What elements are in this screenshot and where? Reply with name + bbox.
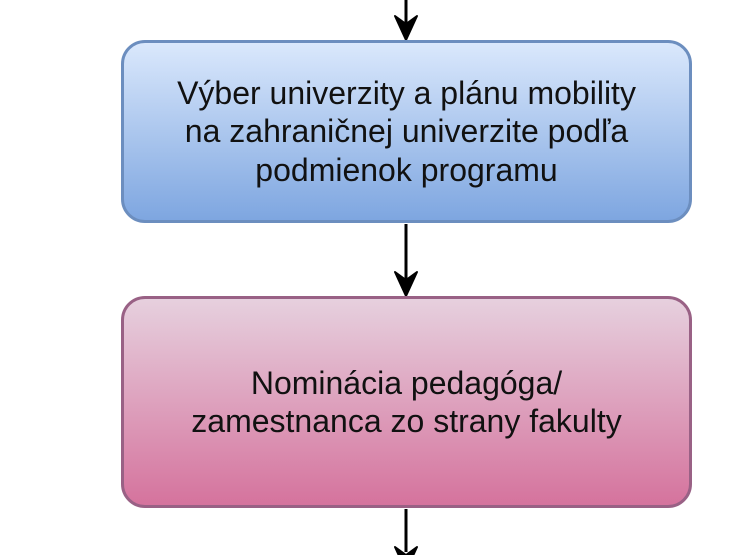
node-university-selection: Výber univerzity a plánu mobility na zah… <box>121 40 692 223</box>
node-faculty-nomination: Nominácia pedagóga/ zamestnanca zo stran… <box>121 296 692 508</box>
arrow-incoming-head <box>394 15 418 41</box>
arrow-outgoing <box>394 509 418 555</box>
arrow-between-nodes-head <box>394 271 418 297</box>
arrow-between-nodes <box>394 224 418 297</box>
arrow-incoming <box>394 0 418 41</box>
node-university-selection-label: Výber univerzity a plánu mobility na zah… <box>177 74 636 188</box>
arrow-outgoing-head <box>394 546 418 555</box>
node-faculty-nomination-label: Nominácia pedagóga/ zamestnanca zo stran… <box>191 364 622 439</box>
